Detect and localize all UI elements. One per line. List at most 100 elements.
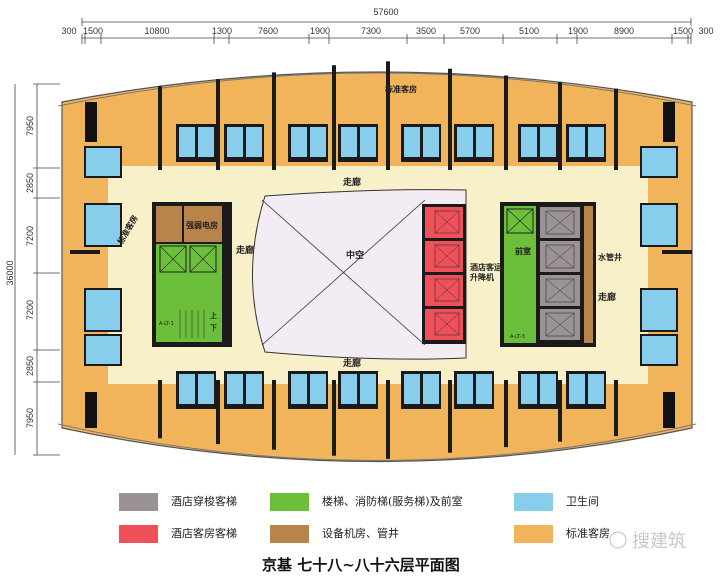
room-partition (614, 88, 618, 170)
watermark-text: 搜建筑 (632, 531, 686, 552)
bathroom (246, 127, 262, 157)
bathroom (310, 374, 326, 404)
dim-label: 300 (698, 26, 713, 36)
stair-left-label: A-LT-1 (159, 321, 174, 327)
bathroom (404, 127, 420, 157)
bathroom (227, 374, 243, 404)
bathroom (457, 374, 473, 404)
legend-label: 酒店穿梭客梯 (171, 494, 237, 508)
atrium-cross (261, 199, 426, 346)
bathroom (642, 290, 676, 330)
room-partition (614, 380, 618, 437)
standard-room-label-top: 标准客房 (384, 84, 417, 94)
up-label: 上 (210, 311, 217, 320)
room-partition (216, 380, 220, 445)
bathroom (588, 127, 604, 157)
elevator-car (545, 312, 575, 337)
bathroom (569, 374, 585, 404)
bathroom (540, 127, 556, 157)
down-label: 下 (210, 324, 217, 332)
bathroom (588, 374, 604, 404)
room-partition (558, 81, 562, 170)
bathroom (521, 374, 537, 404)
dim-label: 1500 (83, 26, 103, 36)
bathroom (198, 374, 214, 404)
overall-width-dim: 57600 (373, 7, 398, 17)
room-partition (216, 79, 220, 170)
room-partition (504, 380, 508, 448)
room-partition (158, 86, 162, 170)
dim-label: 7300 (361, 26, 381, 36)
dim-label: 7950 (25, 116, 35, 136)
room-partition (332, 380, 336, 456)
overall-depth-dim: 36000 (5, 260, 15, 285)
room-partition (386, 380, 390, 459)
bathroom (404, 374, 420, 404)
bathroom (642, 148, 676, 176)
corridor-label-right: 走廊 (597, 291, 616, 303)
bathroom (179, 127, 195, 157)
bathroom (423, 127, 439, 157)
right-core (500, 202, 596, 347)
corner-column (663, 392, 675, 428)
dim-label: 5700 (460, 26, 480, 36)
dim-label: 10800 (144, 26, 169, 36)
bathroom (360, 374, 376, 404)
dimension-lines (14, 18, 692, 456)
dim-label: 300 (61, 26, 76, 36)
bathroom (310, 127, 326, 157)
legend-swatch (514, 525, 553, 543)
bathroom (198, 127, 214, 157)
elevator-car (545, 244, 575, 269)
legend-swatch (514, 493, 553, 511)
dim-label: 2850 (25, 173, 35, 193)
legend-swatch (270, 525, 309, 543)
corner-column (85, 102, 97, 142)
dim-label: 3500 (416, 26, 436, 36)
water-shaft-label: 水管井 (597, 252, 622, 262)
bathroom (227, 127, 243, 157)
corner-column (85, 392, 97, 428)
drawing-title: 京基 七十八~八十六层平面图 (262, 556, 460, 574)
dim-label: 1300 (212, 26, 232, 36)
lobby-label: 前室 (515, 246, 531, 256)
legend-label: 设备机房、管井 (322, 526, 399, 540)
bathroom (476, 127, 492, 157)
legend-swatch (119, 525, 158, 543)
bathroom (291, 127, 307, 157)
atrium-label: 中空 (346, 249, 364, 261)
room-partition (272, 72, 276, 170)
bathroom (86, 290, 120, 330)
facade-curtain-top (57, 72, 697, 107)
room-partition (448, 68, 452, 170)
dim-label: 1500 (673, 26, 693, 36)
bathroom (246, 374, 262, 404)
room-partition (332, 65, 336, 170)
hotel-elevator-label-2: 升降机 (470, 272, 494, 282)
wechat-icon (609, 531, 627, 549)
bathroom (179, 374, 195, 404)
room-partition (272, 380, 276, 450)
dim-label: 7950 (25, 408, 35, 428)
room-partition (662, 250, 692, 254)
bathroom (341, 127, 357, 157)
dim-label: 1900 (568, 26, 588, 36)
bathroom (540, 374, 556, 404)
left-core (152, 202, 232, 347)
bathroom (86, 148, 120, 176)
electrical-room-label: 强弱电房 (186, 220, 218, 230)
legend-label: 卫生间 (566, 494, 599, 508)
hotel-elevator-label: 酒店客运 (470, 262, 502, 272)
corridor-label-top: 走廊 (342, 176, 361, 188)
bathroom (341, 374, 357, 404)
dim-label: 5100 (519, 26, 539, 36)
bathroom (569, 127, 585, 157)
corridor-label-bottom: 走廊 (342, 357, 361, 369)
dim-label: 8900 (614, 26, 634, 36)
bathroom (423, 374, 439, 404)
corridor-label-left: 走廊 (235, 244, 254, 256)
dim-label: 1900 (310, 26, 330, 36)
elevator-car (545, 278, 575, 303)
dim-label: 2850 (25, 356, 35, 376)
